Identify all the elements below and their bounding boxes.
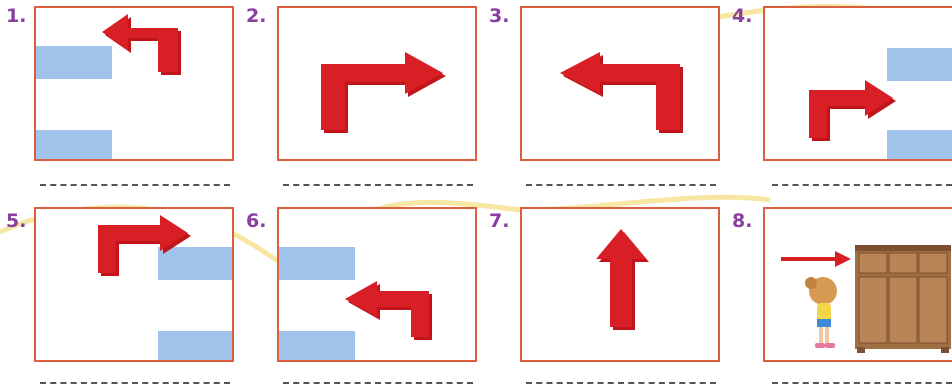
right-arrow-icon: [781, 251, 851, 267]
item-number: 7.: [489, 210, 509, 232]
right-turn-arrow-icon: [36, 209, 232, 360]
right-arrow-icon: [765, 209, 952, 360]
girl-icon: [805, 277, 837, 348]
answer-line[interactable]: [283, 184, 473, 186]
item-number: 6.: [246, 210, 266, 232]
answer-line[interactable]: [526, 184, 716, 186]
picture-frame: [34, 207, 234, 362]
wall-block: [36, 46, 112, 79]
item-number: 5.: [6, 210, 26, 232]
wall-block: [279, 331, 355, 360]
answer-line[interactable]: [772, 184, 952, 186]
left-turn-arrow-icon: [279, 209, 475, 360]
wall-block: [279, 247, 355, 280]
left-turn-arrow-icon: [36, 8, 232, 159]
picture-frame: [763, 6, 952, 161]
wall-block: [158, 247, 232, 280]
answer-line[interactable]: [526, 382, 716, 384]
item-number: 3.: [489, 5, 509, 27]
wall-block: [36, 130, 112, 159]
wardrobe-icon: [855, 245, 951, 353]
item-number: 2.: [246, 5, 266, 27]
picture-frame: [277, 207, 477, 362]
item-number: 4.: [732, 5, 752, 27]
item-number: 1.: [6, 5, 26, 27]
picture-frame: [277, 6, 477, 161]
answer-line[interactable]: [40, 382, 230, 384]
item-number: 8.: [732, 210, 752, 232]
wall-block: [887, 48, 952, 81]
picture-frame: [520, 207, 720, 362]
right-turn-arrow-icon: [279, 8, 475, 159]
picture-frame: [34, 6, 234, 161]
picture-frame: [520, 6, 720, 161]
up-arrow-icon: [522, 209, 718, 360]
answer-line[interactable]: [772, 382, 952, 384]
right-turn-arrow-icon: [765, 8, 952, 159]
wall-block: [158, 331, 232, 360]
answer-line[interactable]: [40, 184, 230, 186]
left-turn-arrow-icon: [522, 8, 718, 159]
wall-block: [887, 130, 952, 159]
picture-frame: [763, 207, 952, 362]
answer-line[interactable]: [283, 382, 473, 384]
